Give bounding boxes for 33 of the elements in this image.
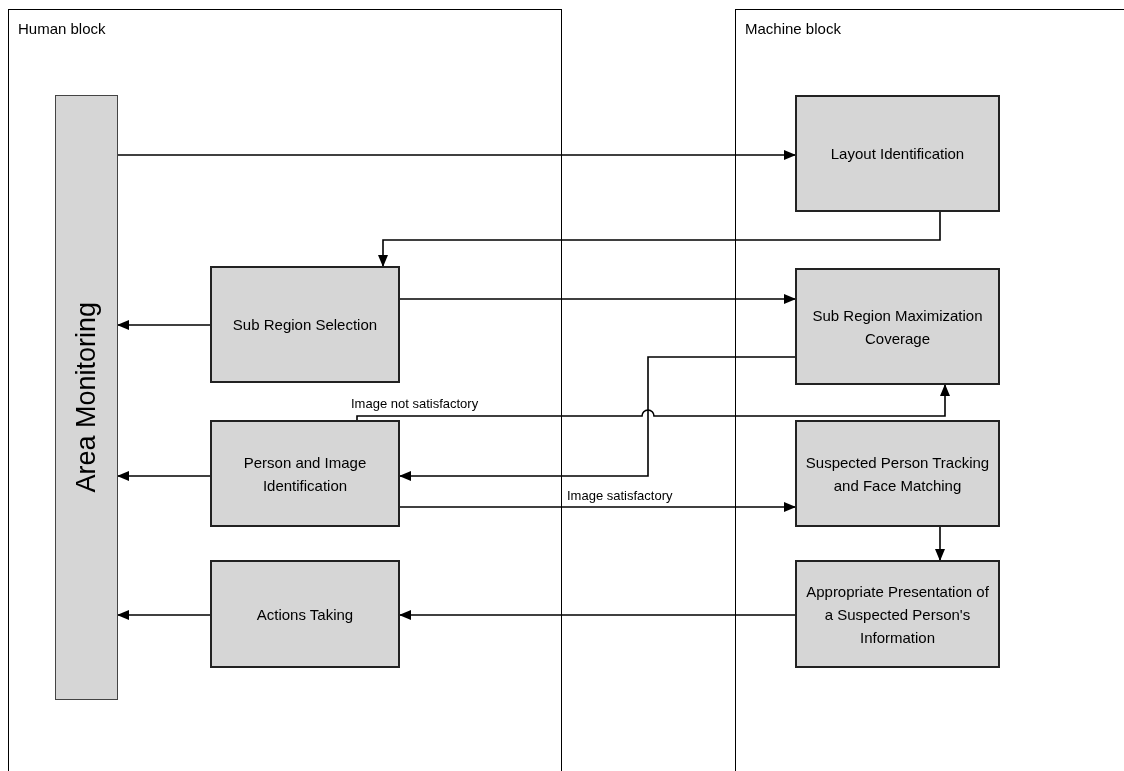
arrow bbox=[117, 320, 211, 330]
arrow bbox=[935, 526, 945, 561]
box-label: Person and Image Identification bbox=[242, 452, 368, 496]
arrow bbox=[399, 294, 796, 304]
process-box bbox=[210, 560, 400, 668]
arrow bbox=[399, 356, 796, 481]
arrow bbox=[117, 150, 796, 160]
box-label: Sub Region Selection bbox=[232, 315, 378, 335]
arrow bbox=[117, 610, 211, 620]
arrow bbox=[117, 471, 211, 481]
block-panel bbox=[735, 9, 1124, 771]
box-label: Actions Taking bbox=[256, 604, 354, 625]
arrow bbox=[399, 610, 796, 620]
process-box bbox=[210, 420, 400, 527]
process-box bbox=[795, 268, 1000, 385]
box-label: Area Monitoring bbox=[70, 302, 103, 493]
process-box bbox=[795, 95, 1000, 212]
edge-label: Image not satisfactory bbox=[350, 396, 480, 412]
process-box bbox=[210, 266, 400, 383]
box-label: Appropriate Presentation of a Suspected Person's Information bbox=[805, 581, 990, 648]
box-label: Sub Region Maximization Coverage bbox=[811, 305, 984, 349]
arrow bbox=[378, 211, 941, 267]
box-label: Suspected Person Tracking and Face Matching bbox=[805, 452, 990, 496]
process-box bbox=[795, 560, 1000, 668]
arrow bbox=[356, 384, 950, 421]
block-heading: Human block bbox=[18, 19, 106, 39]
arrow bbox=[399, 502, 796, 512]
block-panel bbox=[8, 9, 562, 771]
block-heading: Machine block bbox=[745, 19, 841, 39]
process-box bbox=[55, 95, 118, 700]
process-box bbox=[795, 420, 1000, 527]
box-label: Layout Identification bbox=[830, 144, 965, 164]
edge-label: Image satisfactory bbox=[566, 488, 674, 504]
